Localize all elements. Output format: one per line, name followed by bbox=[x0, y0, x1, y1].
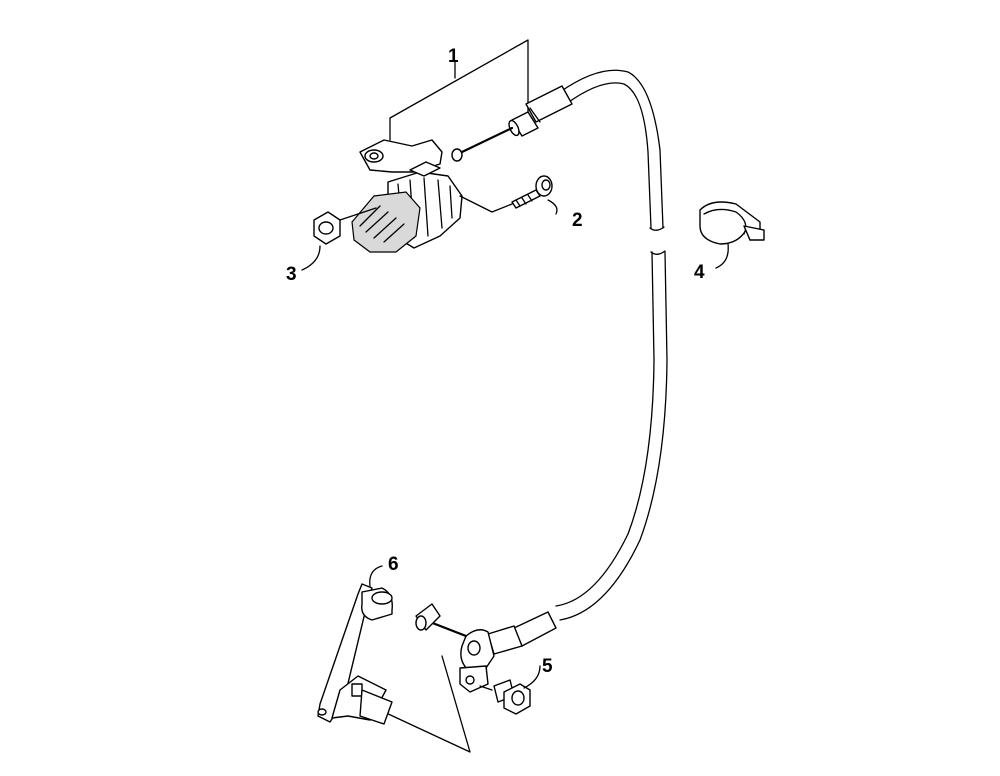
nut bbox=[301, 207, 377, 271]
throttle-lever-assembly bbox=[351, 139, 513, 253]
screw bbox=[511, 175, 558, 215]
throttle-cable-housing bbox=[555, 69, 668, 621]
bolt bbox=[479, 665, 541, 715]
callout-6: 6 bbox=[388, 554, 399, 575]
callout-2: 2 bbox=[572, 210, 583, 231]
cable-clip bbox=[699, 201, 765, 269]
callout-1: 1 bbox=[448, 46, 459, 67]
callout-5: 5 bbox=[542, 656, 553, 677]
cable-upper-end bbox=[451, 85, 573, 162]
cable-lower-end bbox=[383, 603, 557, 753]
callout-3: 3 bbox=[286, 264, 297, 285]
mounting-bracket bbox=[317, 565, 393, 725]
callout-1-leader bbox=[389, 39, 529, 141]
callout-4: 4 bbox=[694, 262, 705, 283]
